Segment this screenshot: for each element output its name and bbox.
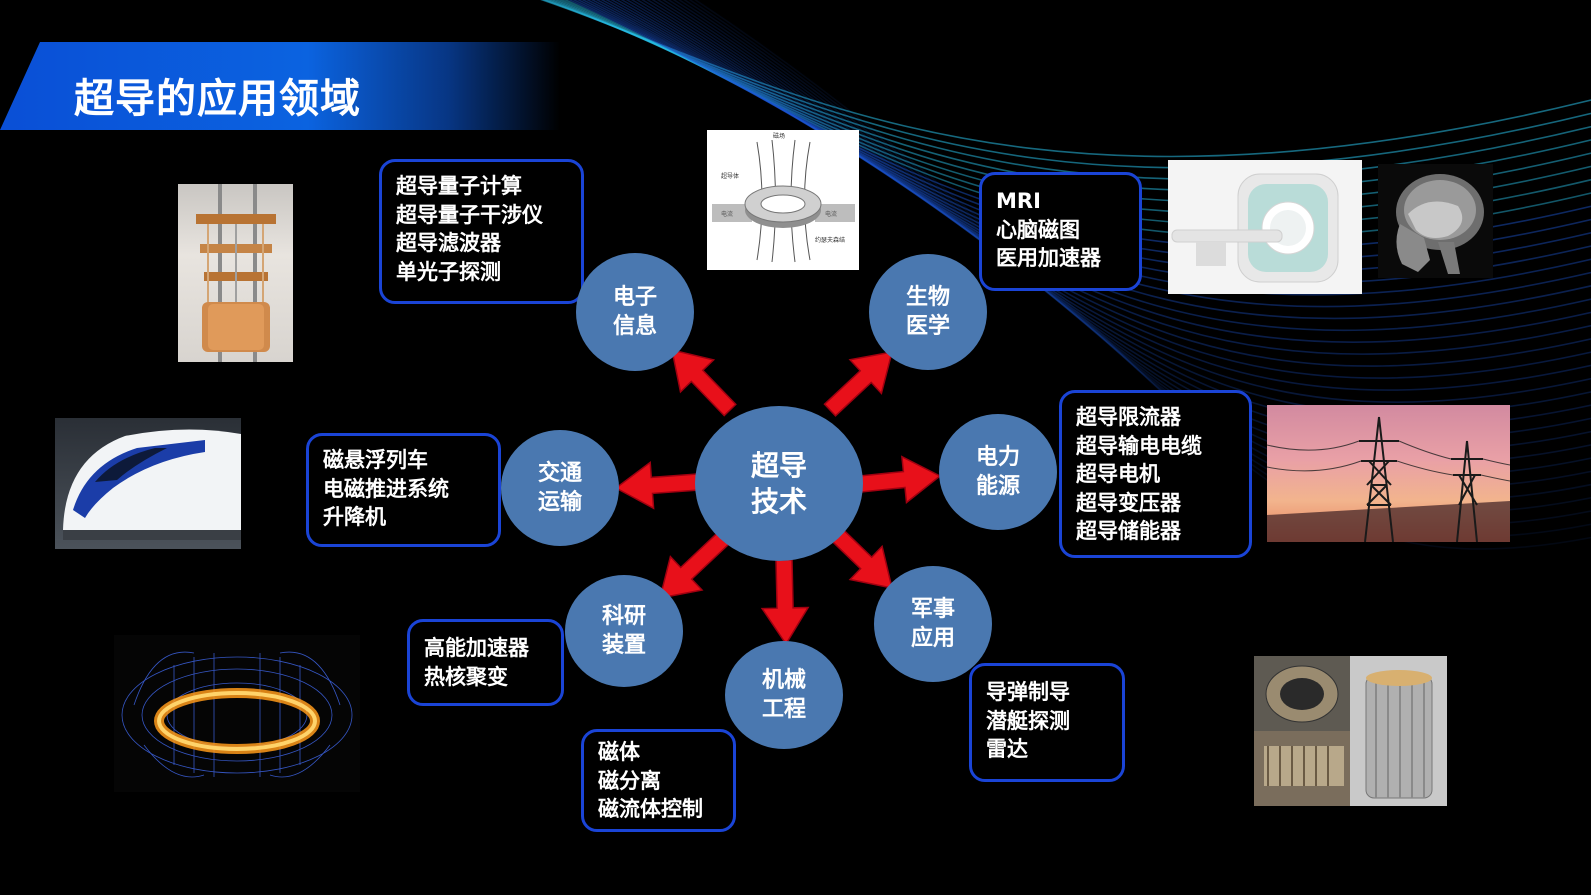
box-transport-item: 升降机: [323, 505, 386, 529]
node-label: 电力: [975, 445, 1020, 470]
node-center-line: 技术: [750, 484, 807, 518]
box-mechanical: 磁体 磁分离 磁流体控制: [581, 729, 736, 832]
node-bio: 生物医学: [869, 254, 987, 370]
ring-diagram-image: 磁场 超导体 电流 电流 约瑟夫森结: [707, 130, 859, 270]
box-military: 导弹制导 潜艇探测 雷达: [969, 663, 1125, 782]
arrow-to-bio: [823, 351, 894, 417]
node-military: 军事应用: [874, 566, 992, 682]
node-label: 装置: [601, 633, 646, 658]
ring-left-flow: 电流: [721, 210, 733, 218]
node-power: 电力能源: [939, 414, 1057, 530]
ring-left-label: 超导体: [721, 172, 739, 180]
arrow-to-power: [858, 455, 942, 504]
wave-line: [548, 0, 1591, 192]
node-label: 应用: [910, 626, 955, 651]
box-electronic-item: 超导滤波器: [396, 231, 501, 255]
wave-line: [620, 0, 1591, 379]
quantum-computer-image: [178, 184, 293, 362]
wave-line: [630, 0, 1591, 403]
ring-right-flow: 电流: [825, 210, 837, 218]
node-label: 交通: [537, 461, 582, 486]
box-power-item: 超导电机: [1076, 462, 1160, 486]
box-mechanical-item: 磁体: [598, 740, 640, 764]
wave-line: [625, 0, 1591, 391]
box-military-item: 导弹制导: [986, 680, 1070, 704]
node-label: 军事: [910, 597, 955, 622]
node-center: 超导技术: [695, 406, 863, 561]
box-bio-item: 医用加速器: [996, 246, 1101, 270]
box-research-item: 热核聚变: [424, 664, 508, 689]
node-label: 信息: [612, 314, 657, 339]
box-power-item: 超导变压器: [1076, 490, 1181, 515]
box-electronic-item: 超导量子干涉仪: [396, 202, 543, 227]
box-bio-item: 心脑磁图: [996, 217, 1080, 242]
title-bar: [0, 42, 560, 130]
arrow-to-transport: [614, 460, 700, 510]
box-transport-item: 磁悬浮列车: [323, 448, 428, 472]
box-mechanical-item: 磁分离: [598, 768, 661, 793]
box-transport: 磁悬浮列车 电磁推进系统 升降机: [306, 433, 501, 547]
arrow-to-mechanical: [760, 559, 810, 646]
box-electronic-info: 超导量子计算 超导量子干涉仪 超导滤波器 单光子探测: [379, 159, 584, 304]
box-power-item: 超导限流器: [1076, 405, 1181, 429]
box-electronic-item: 超导量子计算: [396, 174, 522, 198]
box-bio-item: MRI: [996, 189, 1041, 213]
box-electronic-item: 单光子探测: [396, 259, 501, 284]
node-label: 医学: [905, 314, 950, 339]
node-label: 生物: [905, 285, 950, 310]
node-label: 科研: [601, 604, 646, 629]
node-research: 科研装置: [565, 575, 683, 687]
fusion-plasma-image: [114, 635, 360, 792]
node-transport: 交通运输: [501, 430, 619, 546]
power-tower-image: [1267, 405, 1510, 542]
box-military-item: 潜艇探测: [986, 708, 1070, 733]
box-research-item: 高能加速器: [424, 636, 529, 660]
node-electronic: 电子信息: [576, 253, 694, 371]
page-title: 超导的应用领域: [74, 76, 361, 122]
maglev-train-image: [55, 418, 241, 549]
node-mechanical: 机械工程: [725, 641, 843, 749]
node-center-line: 超导: [750, 448, 807, 482]
box-research: 高能加速器 热核聚变: [407, 619, 564, 706]
box-transport-item: 电磁推进系统: [323, 476, 449, 501]
box-power-energy: 超导限流器 超导输电电缆 超导电机 超导变压器 超导储能器: [1059, 390, 1252, 558]
ring-top-label: 磁场: [773, 132, 785, 140]
box-bio-medicine: MRI 心脑磁图 医用加速器: [979, 172, 1142, 291]
node-label: 运输: [537, 490, 582, 515]
ring-bottom-label: 约瑟夫森结: [815, 236, 845, 244]
brain-scan-image: [1378, 164, 1493, 278]
mri-scanner-image: [1168, 160, 1362, 294]
box-power-item: 超导储能器: [1076, 519, 1181, 543]
box-power-item: 超导输电电缆: [1076, 433, 1202, 458]
node-label: 电子: [612, 285, 657, 310]
node-label: 工程: [761, 697, 806, 722]
node-label: 能源: [975, 474, 1020, 499]
arrow-to-electronic: [671, 348, 737, 417]
box-mechanical-item: 磁流体控制: [598, 797, 703, 821]
superconducting-cable-image: [1254, 656, 1447, 806]
node-label: 机械: [761, 668, 806, 693]
box-military-item: 雷达: [986, 737, 1028, 761]
